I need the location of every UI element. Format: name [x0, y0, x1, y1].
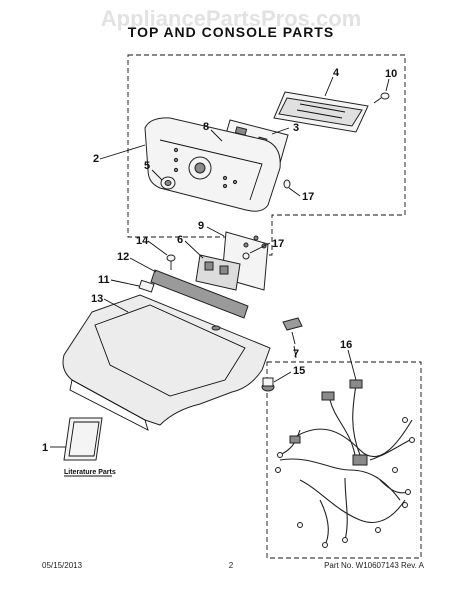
callout-14: 14 [136, 235, 149, 247]
callout-4: 4 [333, 67, 340, 79]
part-16-wire-harness [275, 379, 415, 548]
part-1-literature [63, 417, 103, 461]
part-11-clip [138, 279, 155, 293]
callout-15: 15 [293, 365, 305, 377]
diagram-title: TOP AND CONSOLE PARTS [128, 24, 334, 40]
callout-5: 5 [144, 160, 150, 172]
callout-1: 1 [42, 442, 48, 454]
callout-13: 13 [91, 293, 103, 305]
callout-10: 10 [385, 68, 397, 80]
footer-page: 2 [229, 561, 234, 570]
callout-17-lower: 17 [272, 238, 284, 250]
watermark-text: AppliancePartsPros.com [101, 6, 361, 31]
footer-date: 05/15/2013 [42, 561, 83, 570]
callout-2: 2 [93, 153, 99, 165]
callout-17-upper: 17 [302, 191, 314, 203]
callout-16: 16 [340, 339, 352, 351]
part-17-screw-upper [283, 179, 291, 189]
part-4-bracket [273, 91, 369, 133]
console-group-box [127, 54, 406, 256]
harness-group-box [266, 361, 422, 559]
part-10-screw [373, 92, 390, 104]
footer-part-number: Part No. W10607143 Rev. A [324, 561, 425, 570]
callout-8: 8 [203, 121, 209, 133]
part-13-top-panel [62, 294, 271, 431]
leader-lines [50, 76, 390, 448]
callout-12: 12 [117, 251, 129, 263]
part-5-knob [160, 176, 176, 190]
part-12-strip [150, 269, 249, 319]
part-2-console [144, 117, 281, 212]
part-14-screw [166, 254, 176, 270]
part-6-relay [195, 254, 241, 291]
callout-6: 6 [177, 234, 183, 246]
part-15-foot [261, 377, 275, 392]
callout-7: 7 [293, 348, 299, 360]
callout-9: 9 [198, 220, 204, 232]
callout-3: 3 [293, 122, 299, 134]
part-17-screw-lower [242, 252, 250, 260]
callout-11: 11 [98, 274, 110, 286]
literature-label: Literature Parts [64, 469, 116, 476]
part-7-clip [282, 317, 303, 345]
